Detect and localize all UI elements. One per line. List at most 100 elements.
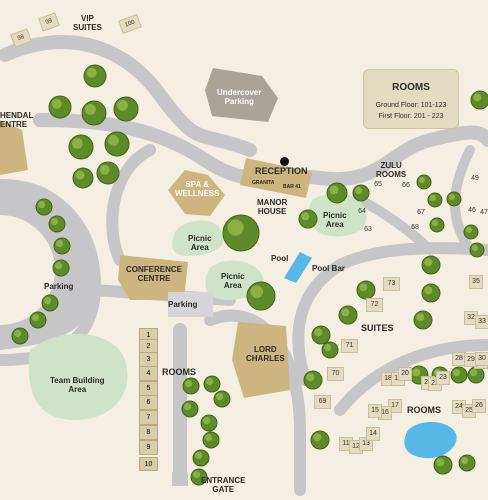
tree-highlight [431,219,439,227]
tree-highlight [313,433,322,442]
tree-highlight [31,314,40,322]
zulu-room-64: 64 [358,208,366,215]
undercover-parking-building [205,68,278,122]
label-team-building: Team Building Area [50,376,105,394]
zulu-room-66: 66 [402,182,410,189]
green-picnic-3 [309,193,367,237]
rooms-legend-title: ROOMS [392,82,430,93]
tree-highlight [85,104,96,115]
tree-highlight [206,378,214,386]
room-6: 6 [139,395,158,410]
room-23: 23 [436,371,450,385]
room-10: 10 [139,457,158,471]
room-5: 5 [139,381,158,396]
road-suites [292,259,346,386]
label-picnic-area-2: Picnic Area [221,272,245,290]
room-4: 4 [139,366,158,381]
label-vip-suites: VIP SUITES [73,14,102,32]
tree-highlight [314,328,323,337]
suite-room-70: 70 [327,367,344,381]
room-8: 8 [139,425,158,440]
tree-highlight [51,218,59,226]
pool [284,252,312,283]
tree-highlight [470,369,478,377]
conference-building [118,255,188,300]
tree-highlight [203,417,211,425]
room-3: 3 [139,352,158,367]
label-picnic-area-3: Picnic Area [323,211,347,229]
zulu-room-65: 65 [374,181,382,188]
tree-highlight [355,187,363,195]
reception-marker-icon [280,157,289,166]
tree-highlight [250,285,264,299]
tree-highlight [55,262,63,270]
zulu-room-68: 68 [411,224,419,231]
label-conference-centre: CONFERENCE CENTRE [126,265,183,283]
label-suites: SUITES [361,323,394,333]
tree-highlight [195,452,203,460]
rooms-legend-first: First Floor: 201 - 223 [378,113,444,120]
tree-highlight [14,330,22,338]
label-bar41: BAR 41 [283,184,301,190]
road-lower-right [334,339,488,416]
tree-highlight [216,393,224,401]
tree-highlight [99,164,110,175]
tree-highlight [453,369,461,377]
label-zulu-rooms: ZULU ROOMS [376,161,407,179]
spa-building [168,170,225,216]
label-granita: GRANITA [252,180,275,186]
tree-highlight [185,380,193,388]
label-manor-house: MANOR HOUSE [257,198,288,216]
label-pool: Pool [271,254,289,263]
label-picnic-area-1: Picnic Area [188,234,212,252]
tree-highlight [436,458,445,467]
room-20: 20 [398,367,412,381]
reception-building [240,158,312,198]
suite-room-33: 33 [475,315,488,329]
label-rooms-bottom-right: ROOMS [407,405,442,415]
suite-room-73: 73 [383,277,400,291]
road-vip [0,35,257,157]
suite-room-72: 72 [366,298,383,312]
tree-highlight [424,258,433,267]
tree-highlight [75,170,85,180]
tree-highlight [86,67,97,78]
tree-highlight [341,308,350,317]
room-7: 7 [139,410,158,425]
entrance-gate-post [172,472,188,486]
tree-highlight [205,434,213,442]
zulu-room-49: 49 [471,175,479,182]
label-reception: RECEPTION [255,166,308,176]
tree-highlight [418,176,426,184]
label-parking-center: Parking [168,300,198,309]
zulu-room-67: 67 [417,209,425,216]
tree-highlight [412,368,421,377]
rooms-legend-ground: Ground Floor: 101-123 [375,102,447,109]
tree-highlight [108,135,119,146]
rooms-legend: ROOMS Ground Floor: 101-123 First Floor:… [363,69,459,129]
label-rooms-left: ROOMS [162,367,197,377]
tree-highlight [72,138,83,149]
label-undercover-parking: Undercover Parking [217,88,262,106]
label-parking-left: Parking [44,282,74,291]
zulu-room-46: 46 [468,207,476,214]
zulu-room-63: 63 [364,226,372,233]
hendal-building [0,120,28,175]
room-26: 26 [472,399,486,413]
tree-highlight [324,344,332,352]
tree-highlight [448,193,456,201]
green-team-building [28,333,128,420]
road-zulu [355,195,435,255]
room-9: 9 [139,440,158,455]
label-pool-bar: Pool Bar [312,264,345,273]
tree-highlight [359,283,368,292]
tree-highlight [306,373,315,382]
road-center-loop [106,144,156,266]
tree-highlight [461,457,469,465]
tree-highlight [117,100,128,111]
tree-highlight [329,185,339,195]
zulu-room-47: 47 [480,209,488,216]
parking-center-lot [168,292,213,317]
